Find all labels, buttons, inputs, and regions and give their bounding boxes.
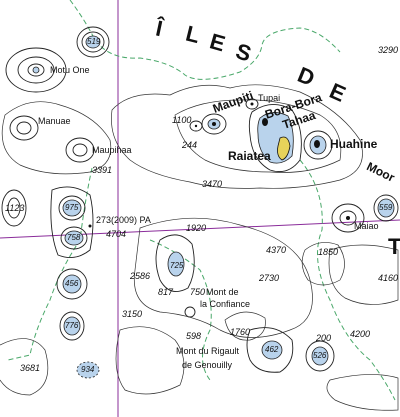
mont-rigault-line1: Mont du Rigault [176, 346, 240, 356]
south-contour-2 [224, 311, 266, 341]
depth-4704: 4704 [106, 229, 127, 239]
maupihaa-contours [65, 137, 95, 163]
society-plateau-outer [111, 84, 363, 189]
depth-1920: 1920 [186, 223, 207, 233]
depth-1100: 1100 [172, 115, 192, 125]
seamount-456-label: 456 [65, 279, 79, 288]
pa-sounding-label: 273(2009) PA [96, 215, 151, 225]
depth-1850: 1850 [318, 247, 339, 257]
western-contour-loop [1, 101, 112, 175]
seamount-776-contours [59, 311, 85, 341]
depth-2586: 2586 [130, 271, 151, 281]
seamount-559-label: 559 [379, 203, 393, 212]
depth-4200: 4200 [350, 329, 371, 339]
maritime-boundary-north [69, 0, 341, 80]
southwest-contour [0, 338, 49, 396]
seamount-526-label: 526 [313, 351, 327, 360]
contour-1850 [301, 242, 345, 286]
island-tupai: Tupai [258, 93, 281, 103]
seamount-526-contours [305, 340, 335, 372]
maritime-boundary-east [299, 159, 396, 401]
tupai-contours [245, 98, 259, 110]
seamount-456-contours [56, 268, 88, 300]
seamount-519-label: 519 [87, 37, 101, 46]
island-maiao: Maiao [354, 221, 379, 231]
seamount-934-contours [76, 361, 100, 379]
island-huahine: Huahine [330, 137, 378, 151]
mont-confiance-line1: Mont de [206, 287, 239, 297]
depth-3470: 3470 [202, 179, 223, 189]
island-maupihaa: Maupihaa [92, 145, 132, 155]
central-south-contour [133, 217, 313, 338]
seamount-1123-contours [1, 189, 27, 227]
seamount-1100-contour [189, 120, 203, 132]
seamount-462-contours [246, 327, 294, 373]
motu-one-contours [5, 47, 67, 93]
depth-3150: 3150 [122, 309, 143, 319]
depth-1123: 1123 [5, 203, 25, 213]
region-continuation-t: T [388, 234, 400, 259]
seamount-750-contour [184, 306, 196, 318]
depth-817: 817 [158, 287, 174, 297]
seamount-758-label: 758 [67, 233, 81, 242]
island-manuae: Manuae [38, 116, 71, 126]
depth-3391: 3391 [92, 165, 113, 175]
seamount-559-contours [373, 194, 399, 222]
seamount-725-label: 725 [170, 261, 184, 270]
seamount-725-contours [155, 234, 195, 293]
depth-1760: 1760 [230, 327, 251, 337]
society-plateau-middle [174, 99, 342, 173]
depth-750: 750 [190, 287, 206, 297]
seamount-975-label: 975 [65, 203, 79, 212]
depth-200: 200 [316, 333, 332, 343]
maritime-boundary-west [7, 167, 93, 361]
island-raiatea: Raiatea [228, 149, 271, 163]
seamount-975-758-contours [50, 186, 94, 259]
seamount-1100-dot [194, 124, 198, 128]
depth-3290: 3290 [378, 45, 399, 55]
seamount-776-label: 776 [65, 321, 79, 330]
southeast-contour [326, 374, 399, 411]
depth-598: 598 [186, 331, 202, 341]
depth-2730: 2730 [259, 273, 280, 283]
eastern-contour [328, 244, 399, 305]
depth-244: 244 [182, 140, 198, 150]
depth-3681: 3681 [20, 363, 41, 373]
seamount-934-label: 934 [81, 365, 95, 374]
pa-sounding-dot [88, 224, 92, 228]
mont-rigault-line2: de Genouilly [182, 360, 233, 370]
maupiti-contours [201, 113, 227, 135]
raiatea-tahaa-contours [248, 104, 302, 173]
depth-4370: 4370 [266, 245, 287, 255]
huahine-contours [303, 130, 333, 160]
mont-confiance-line2: la Confiance [200, 299, 251, 309]
seamount-462-label: 462 [265, 345, 279, 354]
south-contour-1 [115, 326, 185, 395]
manuae-contours [9, 115, 39, 141]
island-motu-one: Motu One [50, 65, 90, 75]
seamount-519-contours [76, 26, 110, 58]
maiao-contours [331, 203, 365, 233]
depth-4160: 4160 [378, 273, 399, 283]
